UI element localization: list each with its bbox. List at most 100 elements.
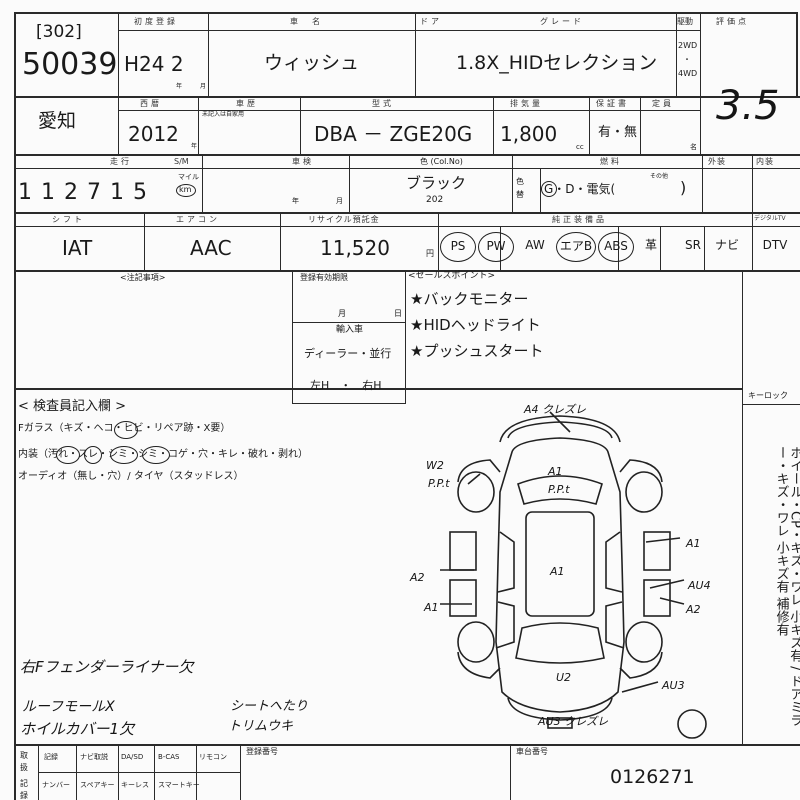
footer-misc-label: 登録番号 xyxy=(246,747,278,756)
first-reg-label: 初度登録 xyxy=(134,17,178,26)
damage-mark: A1 xyxy=(686,537,701,550)
drive-4wd: 4WD xyxy=(678,69,698,78)
note-roof-mold: ルーフモールX xyxy=(22,699,115,715)
note-trim: トリムウキ xyxy=(228,719,294,734)
year-small: 年 xyxy=(191,143,198,150)
equipment-abs: ABS xyxy=(598,232,634,262)
drive-dot: ・ xyxy=(683,55,691,64)
color-value: ブラック xyxy=(406,174,467,192)
capacity-label: 定員 xyxy=(652,99,674,108)
km-label: km xyxy=(179,185,192,194)
equipment-5: 革 xyxy=(644,238,657,252)
vehicle-type-note: 未記入は自家用 xyxy=(202,111,245,118)
displacement-label: 排気量 xyxy=(510,99,543,108)
footer-cell-navi: ナビ取説 xyxy=(80,753,108,761)
color-label: 色 (Col.No) xyxy=(420,157,463,166)
damage-mark: W2 xyxy=(426,459,444,472)
damage-mark: A1 xyxy=(548,465,563,478)
aircon-label: エアコン xyxy=(176,215,220,224)
chassis-value: 0126271 xyxy=(610,766,695,788)
lot-box: [302] xyxy=(36,22,82,42)
fuel-label: 燃料 xyxy=(600,157,622,166)
interior-circle-1 xyxy=(56,446,80,464)
warranty-value: 有・無 xyxy=(598,125,638,140)
damage-mark: AU3 xyxy=(662,679,685,692)
damage-mark: AU4 xyxy=(688,579,711,592)
score-label: 評価点 xyxy=(716,17,749,26)
key-lock-label: キーロック xyxy=(748,391,788,400)
damage-mark: A4 クレズレ xyxy=(524,403,587,416)
yen-label: 円 xyxy=(426,249,434,258)
insp-month-label: 月 xyxy=(336,197,343,205)
lot-number: 50039 xyxy=(22,47,118,82)
equipment-aw: AW xyxy=(525,238,545,252)
year-era-label: 年 xyxy=(176,83,183,90)
drive-label: 駆動 xyxy=(677,17,693,26)
km-circle xyxy=(176,184,196,197)
displacement-value: 1,800 xyxy=(500,122,558,146)
cc-label: cc xyxy=(576,143,584,151)
note-seat: シートへたり xyxy=(230,699,309,714)
car-diagram xyxy=(440,411,707,739)
mileage-value: 112715 xyxy=(18,180,156,205)
sales-point-1: ★バックモニター xyxy=(410,290,529,308)
damage-mark: U2 xyxy=(556,671,572,684)
note-fender-liner: 右Fフェンダーライナー欠 xyxy=(20,658,194,676)
footer-handling: 取扱 xyxy=(20,751,28,772)
sales-point-label: <セールスポイント> xyxy=(408,271,496,281)
equipment-ps: PS xyxy=(440,232,476,262)
import-label: 輸入車 xyxy=(336,325,364,335)
western-year-label: 西暦 xyxy=(140,99,162,108)
tv-label: デジタルTV xyxy=(754,215,786,222)
glass-circle xyxy=(114,421,138,439)
side-inspection-text: ホイール・CP・キズ・ワレ 小キズ有 / ドアミラー・キズ・ワレ 小キズ有 補修… xyxy=(773,446,800,727)
equipment-b: エアB xyxy=(556,232,596,262)
miles-label: マイル xyxy=(178,173,199,181)
reg-day-label: 日 xyxy=(394,309,402,318)
mileage-label: 走行 xyxy=(110,157,132,166)
warranty-label: 保証書 xyxy=(596,99,629,108)
reg-expiry-label: 登録有効期限 xyxy=(300,273,348,282)
dealer-option: ディーラー・並行 xyxy=(304,347,392,360)
exterior-label: 外装 xyxy=(708,157,726,166)
footer-cell-keyless: キーレス xyxy=(121,781,149,789)
shift-value: IAT xyxy=(62,236,93,260)
equipment-dtv: DTV xyxy=(762,238,788,252)
footer-cell-spare-key: スペアキー xyxy=(80,781,115,789)
interior-circle-2 xyxy=(84,446,102,464)
fuel-close: ) xyxy=(680,178,687,197)
region-value: 愛知 xyxy=(38,110,77,132)
sales-point-3: ★プッシュスタート xyxy=(410,342,544,360)
color-number: 202 xyxy=(426,195,444,205)
equipment-sr: SR xyxy=(685,238,701,252)
note-wheel-cover: ホイルカバー1欠 xyxy=(20,720,135,738)
car-name-label: 車 名 xyxy=(290,17,323,26)
interior-circle-4 xyxy=(142,446,170,464)
fuel-circle xyxy=(541,181,557,197)
equipment-label: 純正装備品 xyxy=(552,215,607,224)
steering-option: 左H ・ 右H xyxy=(310,379,382,392)
footer-cell-number: ナンバー xyxy=(42,781,70,789)
inspector-line-3: オーディオ（無し・穴）/ タイヤ（スタッドレス） xyxy=(18,471,244,482)
notes-label: <注記事項> xyxy=(120,273,166,282)
doors-label: ドア xyxy=(420,17,442,26)
other-label: その他 xyxy=(650,173,669,180)
footer-record: 記録 xyxy=(20,779,28,800)
footer-cell-dasd: DA/SD xyxy=(121,753,144,761)
sales-point-2: ★HIDヘッドライト xyxy=(410,316,541,334)
western-year-value: 2012 xyxy=(128,122,179,146)
grade-label: グレード xyxy=(540,17,584,26)
recycle-label: リサイクル預託金 xyxy=(308,215,380,224)
damage-mark: A2 xyxy=(410,571,425,584)
damage-mark: P.P.t xyxy=(548,483,570,496)
damage-mark: AU3 クレズレ xyxy=(538,715,609,728)
grade-value: 1.8X_HIDセレクション xyxy=(456,52,658,74)
model-value: DBA － ZGE20G xyxy=(314,122,473,146)
month-label: 月 xyxy=(200,83,207,90)
score-value: 3.5 xyxy=(716,83,780,129)
footer-cell-remote: リモコン xyxy=(199,753,227,761)
interior-label: 内装 xyxy=(756,157,774,166)
color-change-label: 色替 xyxy=(516,177,524,199)
damage-mark: A1 xyxy=(550,565,565,578)
